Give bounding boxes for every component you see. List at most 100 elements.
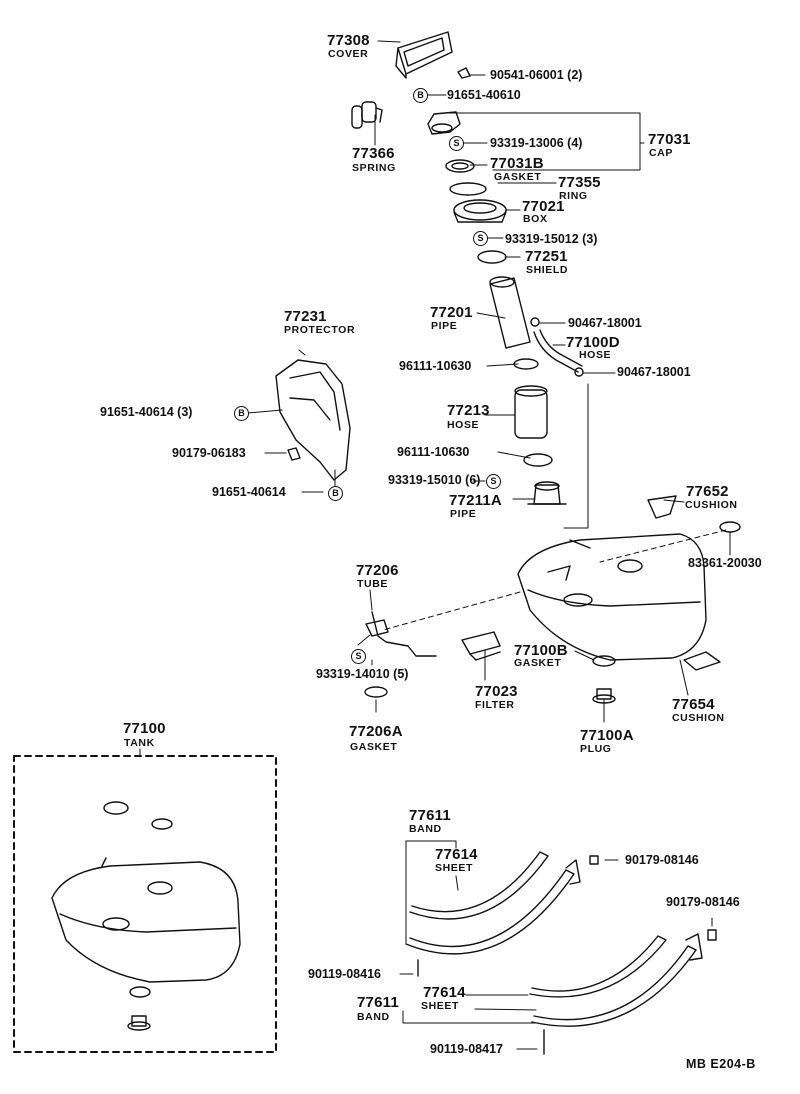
fastener-label: 96111-10630 [399, 359, 472, 373]
gauge-tube [365, 611, 437, 657]
part-number-pipe: 77201 [430, 304, 473, 321]
protector-part [275, 359, 351, 481]
fastener-label: 93319-13006 (4) [490, 136, 583, 150]
part-number-tank: 77100 [123, 720, 166, 737]
fastener-label: 96111-10630 [397, 445, 470, 459]
fastener-label: 90467-18001 [617, 365, 691, 379]
part-number-shield: 77251 [525, 248, 568, 265]
filler-pipe [489, 276, 531, 349]
part-number-sheet-upper: 77614 [435, 846, 478, 863]
fastener-label: 90119-08416 [308, 967, 381, 981]
fastener-label: 91651-40614 [212, 485, 286, 499]
part-name-band-upper: BAND [409, 823, 442, 835]
part-name-pipe: PIPE [431, 320, 458, 332]
fastener-label: 93319-14010 (5) [316, 667, 409, 681]
hose-part [514, 385, 548, 439]
part-number-pipe-a: 77211A [449, 492, 502, 509]
part-name-cover: COVER [328, 48, 369, 60]
fastener-label: 83361-20030 [688, 556, 762, 570]
part-number-ring: 77355 [558, 174, 601, 191]
part-number-protector: 77231 [284, 308, 327, 325]
hose-band [513, 358, 539, 370]
part-number-cushion-upper: 77652 [686, 483, 729, 500]
breather-hose [533, 329, 583, 373]
part-number-cover: 77308 [327, 32, 370, 49]
part-name-gasket-b: GASKET [514, 657, 562, 669]
fastener-label: 90179-06183 [172, 446, 246, 460]
fastener-label: 90119-08417 [430, 1042, 503, 1056]
gasket-inner [451, 162, 469, 170]
part-number-cap: 77031 [648, 131, 691, 148]
part-name-tube: TUBE [357, 578, 388, 590]
part-number-gasket: 77031B [490, 155, 544, 172]
leader-lines [139, 40, 731, 1050]
part-name-protector: PROTECTOR [284, 324, 356, 336]
figure-code: MB E204-B [686, 1057, 756, 1071]
clip-part [457, 67, 471, 79]
part-name-filter: FILTER [475, 699, 515, 711]
marker-s: S [473, 231, 488, 246]
part-number-hose: 77213 [447, 402, 490, 419]
bolt-part [707, 929, 717, 941]
inlet-pipe [527, 481, 567, 505]
part-number-band-upper: 77611 [409, 807, 451, 824]
marker-s: S [449, 136, 464, 151]
part-number-gasket-b: 77100B [514, 642, 568, 659]
bolt-part [589, 855, 599, 865]
tank-assembly [51, 801, 241, 1031]
part-name-cap: CAP [649, 147, 673, 159]
gasket-part [364, 686, 388, 698]
fastener-label: 90541-06001 (2) [490, 68, 583, 82]
grommet-part [719, 521, 741, 533]
hose-band [523, 453, 553, 467]
part-number-cushion-lower: 77654 [672, 696, 715, 713]
marker-s: S [486, 474, 501, 489]
part-name-gasket: GASKET [494, 171, 542, 183]
clip-part [287, 447, 301, 461]
part-name-gasket-a: GASKET [350, 741, 398, 753]
fastener-label: 90179-08146 [666, 895, 740, 909]
cap-part [427, 111, 461, 135]
part-number-box: 77021 [522, 198, 565, 215]
hose-clamp [530, 317, 540, 327]
part-number-tube: 77206 [356, 562, 399, 579]
part-name-sheet-upper: SHEET [435, 862, 474, 874]
part-number-plug: 77100A [580, 727, 634, 744]
part-number-gasket-a: 77206A [349, 723, 403, 740]
cover-part [395, 31, 453, 79]
shield-part [477, 250, 507, 264]
part-name-hose-d: HOSE [579, 349, 612, 361]
cushion-part [683, 651, 721, 671]
part-name-hose: HOSE [447, 419, 480, 431]
ring-part [449, 182, 487, 196]
filter-part [461, 631, 501, 661]
part-name-plug: PLUG [580, 743, 612, 755]
fastener-label: 93319-15012 (3) [505, 232, 598, 246]
fastener-label: 90467-18001 [568, 316, 642, 330]
marker-b: B [234, 406, 249, 421]
marker-b: B [328, 486, 343, 501]
part-name-cushion-upper: CUSHION [685, 499, 738, 511]
spring-part [351, 101, 383, 129]
part-name-tank: TANK [124, 737, 155, 749]
part-name-box: BOX [523, 213, 548, 225]
gasket-part [445, 159, 475, 173]
fuel-tank [517, 533, 707, 661]
part-name-band-lower: BAND [357, 1011, 390, 1023]
gasket-part [592, 655, 616, 667]
hose-clamp [574, 367, 584, 377]
marker-b: B [413, 88, 428, 103]
part-number-band-lower: 77611 [357, 994, 399, 1011]
part-name-spring: SPRING [352, 162, 396, 174]
tank-band-lower [529, 933, 703, 1055]
part-name-cushion-lower: CUSHION [672, 712, 725, 724]
part-number-spring: 77366 [352, 145, 395, 162]
box-part [453, 199, 507, 223]
cushion-part [647, 495, 677, 519]
fastener-label: 91651-40610 [447, 88, 521, 102]
fastener-label: 91651-40614 (3) [100, 405, 193, 419]
part-number-filter: 77023 [475, 683, 518, 700]
part-number-hose-d: 77100D [566, 334, 620, 351]
tank-assembly-box [13, 755, 277, 1053]
